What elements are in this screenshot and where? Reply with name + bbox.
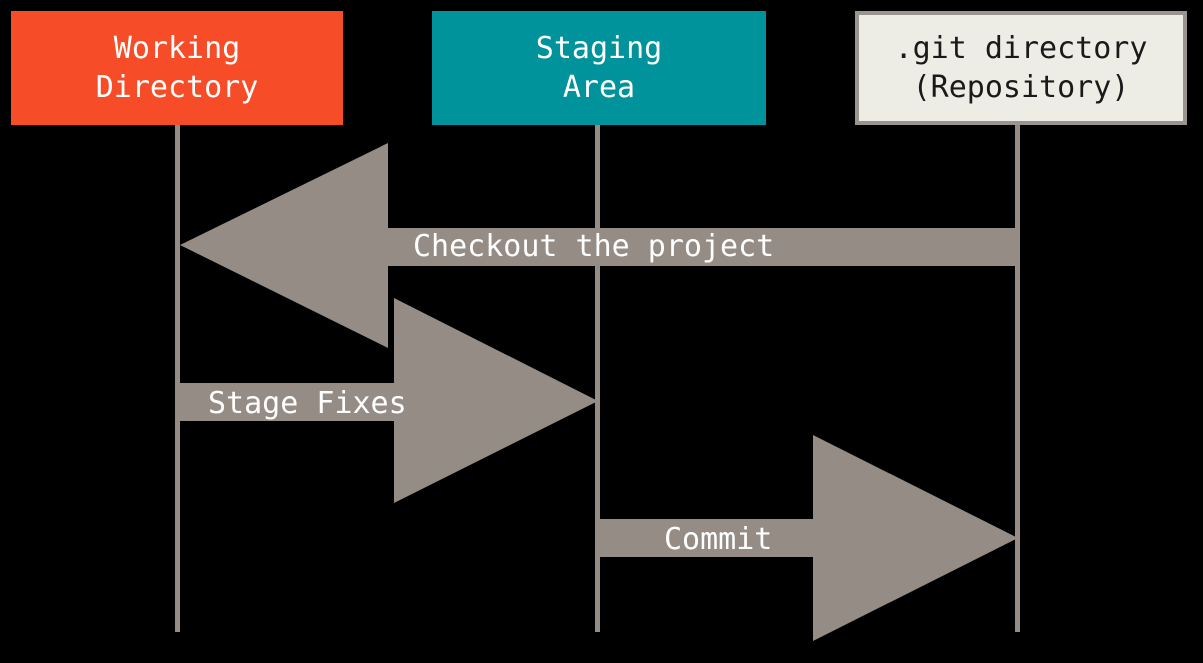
node-staging-area[interactable]: Staging Area <box>432 11 766 125</box>
node-git-directory-label: .git directory (Repository) <box>894 31 1148 105</box>
lifeline-working-directory <box>175 125 180 632</box>
edge-commit-arrowhead <box>813 435 1018 641</box>
edge-stage-fixes-arrowhead <box>394 298 598 503</box>
edge-commit-shaft <box>598 519 828 557</box>
lifeline-staging-area <box>595 125 600 632</box>
lifeline-git-directory <box>1015 125 1020 632</box>
edge-label-stage-fixes: Stage Fixes <box>208 386 407 421</box>
node-staging-area-label: Staging Area <box>535 31 663 105</box>
node-working-directory-label: Working Directory <box>95 31 259 105</box>
edge-checkout-arrowhead <box>180 143 388 348</box>
node-git-directory[interactable]: .git directory (Repository) <box>855 11 1187 125</box>
edge-label-commit: Commit <box>664 522 773 557</box>
edge-label-checkout-the-project: Checkout the project <box>413 229 775 264</box>
edge-checkout-the-project <box>180 143 1018 348</box>
edge-stage-fixes-shaft <box>178 383 408 421</box>
edge-checkout-shaft <box>387 228 1018 266</box>
node-working-directory[interactable]: Working Directory <box>11 11 343 125</box>
edge-stage-fixes <box>178 298 598 503</box>
edge-commit <box>598 435 1018 641</box>
